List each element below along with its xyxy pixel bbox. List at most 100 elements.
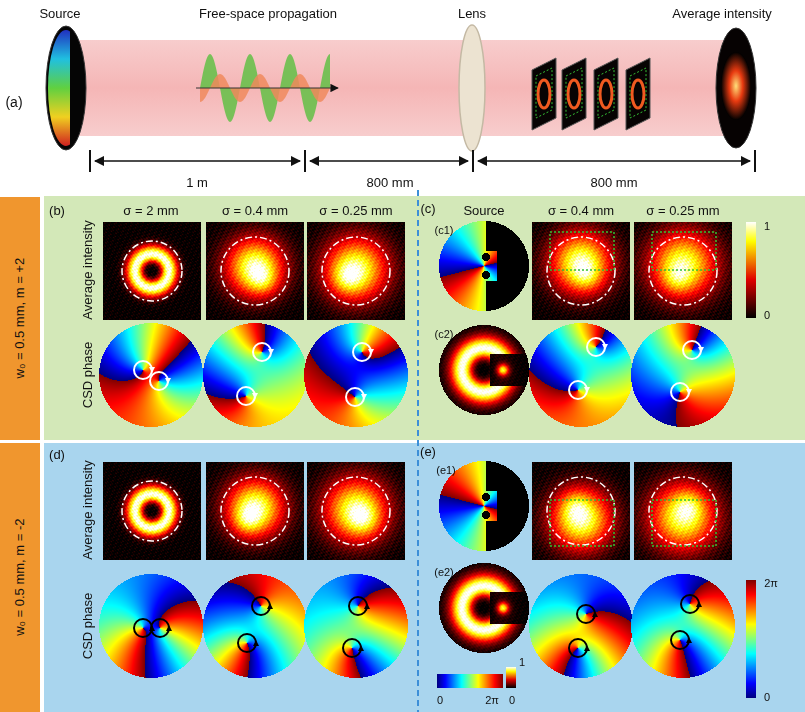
vortex-ring bbox=[237, 387, 255, 405]
vortex-arrow bbox=[696, 601, 702, 607]
vortex-arrow bbox=[686, 637, 692, 643]
vortex-arrow bbox=[165, 378, 171, 384]
vortex-ring bbox=[587, 338, 605, 356]
vortex-marker bbox=[577, 605, 598, 623]
vortex-marker bbox=[587, 338, 608, 356]
beam-outline bbox=[649, 237, 717, 305]
distance-arrow bbox=[478, 160, 750, 162]
beam-outline bbox=[221, 237, 289, 305]
vortex-marker bbox=[252, 597, 273, 615]
frame-ring bbox=[632, 80, 644, 108]
vortex-ring bbox=[681, 595, 699, 613]
vortex-ring bbox=[353, 343, 371, 361]
figure-label: (e2) bbox=[434, 566, 454, 578]
propagation-axis bbox=[196, 87, 338, 88]
row-label: CSD phase bbox=[81, 593, 95, 659]
frame-plate bbox=[562, 58, 586, 130]
vortex-arrow bbox=[252, 393, 258, 399]
vortex-arrow bbox=[592, 611, 598, 617]
vortex-marker bbox=[671, 631, 692, 649]
row-label: Average intensity bbox=[81, 220, 95, 320]
figure-label: (c1) bbox=[435, 224, 454, 236]
vortex-arrow bbox=[358, 645, 364, 651]
region-box bbox=[550, 500, 614, 546]
vortex-ring bbox=[569, 381, 587, 399]
vortex-marker bbox=[349, 597, 370, 615]
vortex-arrow bbox=[149, 367, 155, 373]
frame-plate bbox=[626, 58, 650, 130]
vortex-arrow bbox=[698, 347, 704, 353]
frame-plate bbox=[594, 58, 618, 130]
beam-outline bbox=[322, 237, 390, 305]
intensity-frame bbox=[594, 58, 618, 130]
figure-label: (d) bbox=[49, 448, 65, 462]
vortex-ring bbox=[253, 343, 271, 361]
figure-label: (c2) bbox=[435, 328, 454, 340]
figure-label: σ = 0.25 mm bbox=[319, 204, 392, 218]
parameter-band: w₀ = 0.5 mm, m = -2 bbox=[0, 443, 40, 712]
figure-label: σ = 0.4 mm bbox=[548, 204, 614, 218]
vortex-arrow bbox=[268, 349, 274, 355]
vortex-ring bbox=[134, 619, 152, 637]
figure-label: (e1) bbox=[436, 464, 456, 476]
frame-ring bbox=[568, 80, 580, 108]
region-box bbox=[550, 232, 614, 270]
figure-label: (b) bbox=[49, 204, 65, 218]
vortex-arrow bbox=[368, 349, 374, 355]
frame-plate bbox=[532, 58, 556, 130]
vortex-ring bbox=[150, 372, 168, 390]
figure-label: σ = 0.4 mm bbox=[222, 204, 288, 218]
beam-outline bbox=[547, 237, 615, 305]
frame-box bbox=[536, 68, 552, 118]
intensity-frame bbox=[562, 58, 586, 130]
distance-arrow bbox=[95, 160, 300, 162]
frame-box bbox=[598, 68, 614, 118]
frame-box bbox=[630, 68, 646, 118]
figure-label: Lens bbox=[458, 7, 486, 21]
vortex-marker bbox=[683, 341, 704, 359]
vortex-arrow bbox=[584, 387, 590, 393]
figure-label: 0 bbox=[764, 691, 770, 703]
vortex-arrow bbox=[602, 344, 608, 350]
vortex-ring bbox=[671, 383, 689, 401]
row-label: Average intensity bbox=[81, 460, 95, 560]
figure-label: σ = 0.25 mm bbox=[646, 204, 719, 218]
vortex-marker bbox=[237, 387, 258, 405]
vortex-ring bbox=[569, 639, 587, 657]
vortex-ring bbox=[151, 619, 169, 637]
figure-label: 800 mm bbox=[367, 176, 414, 190]
vortex-marker bbox=[253, 343, 274, 361]
vortex-arrow bbox=[166, 625, 172, 631]
vortex-marker bbox=[346, 388, 367, 406]
figure-label: σ = 2 mm bbox=[123, 204, 178, 218]
frame-ring bbox=[538, 80, 550, 108]
figure-label: (a) bbox=[5, 95, 22, 110]
figure-label: 2π bbox=[764, 577, 778, 589]
band-label: w₀ = 0.5 mm, m = +2 bbox=[13, 258, 27, 379]
vortex-ring bbox=[683, 341, 701, 359]
figure-label: (c) bbox=[420, 202, 435, 216]
figure-label: Free-space propagation bbox=[199, 7, 337, 21]
band-label: w₀ = 0.5 mm, m = -2 bbox=[13, 519, 27, 636]
figure-label: 1 bbox=[519, 656, 525, 668]
vortex-marker bbox=[238, 634, 259, 652]
distance-tick bbox=[89, 150, 91, 172]
figure-label: Average intensity bbox=[672, 7, 772, 21]
region-box bbox=[652, 232, 716, 270]
intensity-frame bbox=[532, 58, 556, 130]
figure-label: Source bbox=[463, 204, 504, 218]
beam-outline bbox=[649, 477, 717, 545]
vortex-marker bbox=[671, 383, 692, 401]
vortex-marker bbox=[681, 595, 702, 613]
figure-label: 0 bbox=[437, 694, 443, 706]
vortex-marker bbox=[150, 372, 171, 390]
row-label: CSD phase bbox=[81, 342, 95, 408]
vortex-ring bbox=[238, 634, 256, 652]
figure-label: (e) bbox=[420, 445, 436, 459]
vortex-arrow bbox=[253, 640, 259, 646]
figure-label: 1 bbox=[764, 220, 770, 232]
vortex-ring bbox=[252, 597, 270, 615]
distance-tick bbox=[304, 150, 306, 172]
vortex-marker bbox=[151, 619, 172, 637]
